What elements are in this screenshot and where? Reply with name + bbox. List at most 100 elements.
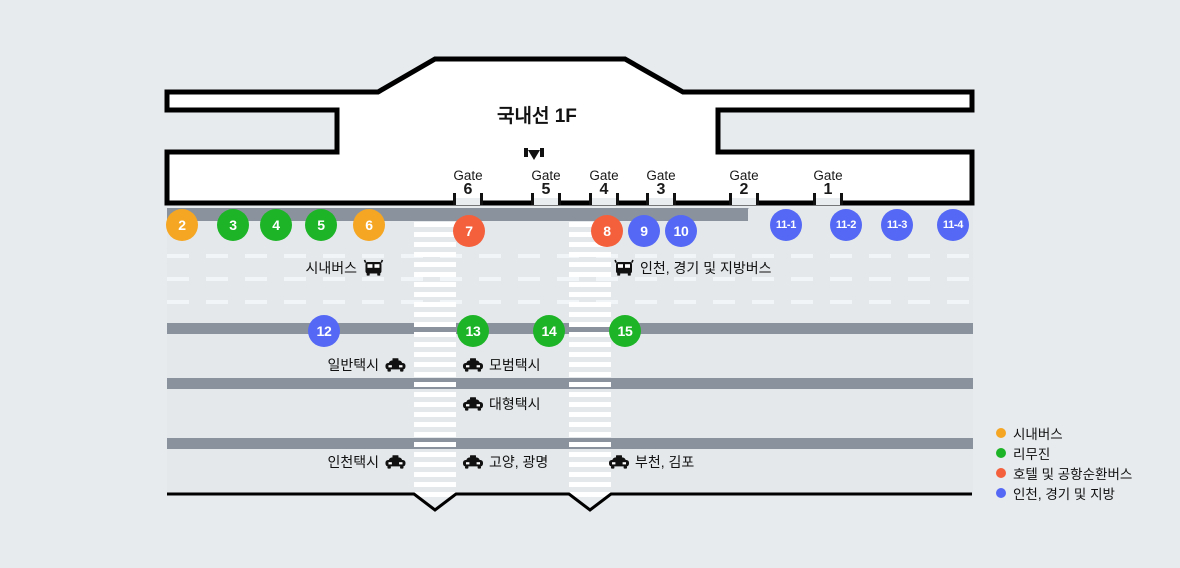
crosswalk-stripe <box>414 422 456 427</box>
crosswalk-stripe <box>569 412 611 417</box>
crosswalk-stripe <box>414 282 456 287</box>
crosswalk-stripe <box>569 402 611 407</box>
legend-label: 호텔 및 공항순환버스 <box>1013 467 1133 482</box>
crosswalk-stripe <box>414 442 456 447</box>
gate-opening <box>531 198 561 205</box>
taxi-icon <box>385 357 405 372</box>
stop-marker-9[interactable]: 9 <box>628 215 660 247</box>
crosswalk-stripe <box>569 392 611 397</box>
lane-dash <box>635 277 657 281</box>
mode-label-jumbo-taxi: 대형택시 <box>462 394 541 414</box>
gate-number: 1 <box>823 181 833 199</box>
crosswalk-west <box>414 222 456 497</box>
stop-marker-11-4[interactable]: 11-4 <box>937 209 969 241</box>
stop-marker-10[interactable]: 10 <box>665 215 697 247</box>
lane-dash <box>557 300 579 304</box>
gate-opening <box>589 198 619 205</box>
mode-label-standard-taxi: 일반택시 <box>327 355 406 375</box>
lane-dash <box>674 300 696 304</box>
gate-word: Gate <box>531 168 561 183</box>
stop-marker-5[interactable]: 5 <box>305 209 337 241</box>
lane-dash <box>323 254 345 258</box>
crosswalk-stripe <box>569 432 611 437</box>
legend-label: 시내버스 <box>1013 427 1063 442</box>
lane-dash <box>947 300 969 304</box>
crosswalk-stripe <box>569 372 611 377</box>
lane-dash <box>401 254 423 258</box>
lane-dash <box>401 277 423 281</box>
crosswalk-stripe <box>569 302 611 307</box>
lane-dash <box>791 277 813 281</box>
stop-marker-4[interactable]: 4 <box>260 209 292 241</box>
lane-dash <box>869 277 891 281</box>
curb-taper-edge <box>735 208 749 221</box>
stop-marker-11-2[interactable]: 11-2 <box>830 209 862 241</box>
taxi-icon <box>463 357 483 372</box>
crosswalk-stripe <box>569 452 611 457</box>
stop-marker-15[interactable]: 15 <box>609 315 641 347</box>
lane-dash <box>245 300 267 304</box>
stop-marker-13[interactable]: 13 <box>457 315 489 347</box>
stop-marker-8[interactable]: 8 <box>591 215 623 247</box>
lane-dash <box>791 300 813 304</box>
entrance-marker <box>524 148 544 160</box>
lane-dash <box>284 277 306 281</box>
lane-dash <box>479 300 501 304</box>
crosswalk-stripe <box>414 472 456 477</box>
lane-dash <box>752 300 774 304</box>
lane-dash <box>479 277 501 281</box>
gate-word: Gate <box>729 168 759 183</box>
taxi-icon <box>384 454 406 470</box>
lane-dash <box>947 277 969 281</box>
gate-number: 3 <box>656 181 666 199</box>
lane-dash <box>362 300 384 304</box>
legend-label: 인천, 경기 및 지방 <box>1013 487 1115 502</box>
mode-label-goyang-gwangmyeong: 고양, 광명 <box>462 452 548 472</box>
lane-dash <box>791 254 813 258</box>
crosswalk-stripe <box>569 422 611 427</box>
crosswalk-stripe <box>414 302 456 307</box>
lane-dash <box>284 254 306 258</box>
lane-dash <box>245 277 267 281</box>
lane-dash <box>908 277 930 281</box>
legend-color-dot <box>996 488 1006 498</box>
lane-dash <box>713 254 735 258</box>
gate-tick <box>673 193 676 205</box>
stop-marker-12[interactable]: 12 <box>308 315 340 347</box>
stop-marker-7[interactable]: 7 <box>453 215 485 247</box>
crosswalk-stripe <box>569 312 611 317</box>
lane-dash <box>167 300 189 304</box>
stop-marker-3[interactable]: 3 <box>217 209 249 241</box>
gate-opening <box>813 198 843 205</box>
taxi-icon <box>463 396 483 411</box>
stop-marker-11-3[interactable]: 11-3 <box>881 209 913 241</box>
mode-label-text: 일반택시 <box>327 357 379 373</box>
stop-marker-11-1[interactable]: 11-1 <box>770 209 802 241</box>
stop-marker-14[interactable]: 14 <box>533 315 565 347</box>
crosswalk-stripe <box>569 292 611 297</box>
lane-dash <box>167 254 189 258</box>
lane-dash <box>557 277 579 281</box>
taxi-icon <box>608 454 630 470</box>
stop-marker-2[interactable]: 2 <box>166 209 198 241</box>
lane-dash <box>206 300 228 304</box>
lane-dash <box>908 300 930 304</box>
lane-dash <box>947 254 969 258</box>
roadway-edge <box>167 492 972 512</box>
mode-label-text: 모범택시 <box>489 357 541 373</box>
lane-dash <box>401 300 423 304</box>
crosswalk-stripe <box>569 282 611 287</box>
crosswalk-stripe <box>569 462 611 467</box>
stop-marker-6[interactable]: 6 <box>353 209 385 241</box>
crosswalk-stripe <box>414 382 456 387</box>
bus-icon <box>613 259 635 277</box>
legend-item: 인천, 경기 및 지방 <box>996 483 1132 503</box>
